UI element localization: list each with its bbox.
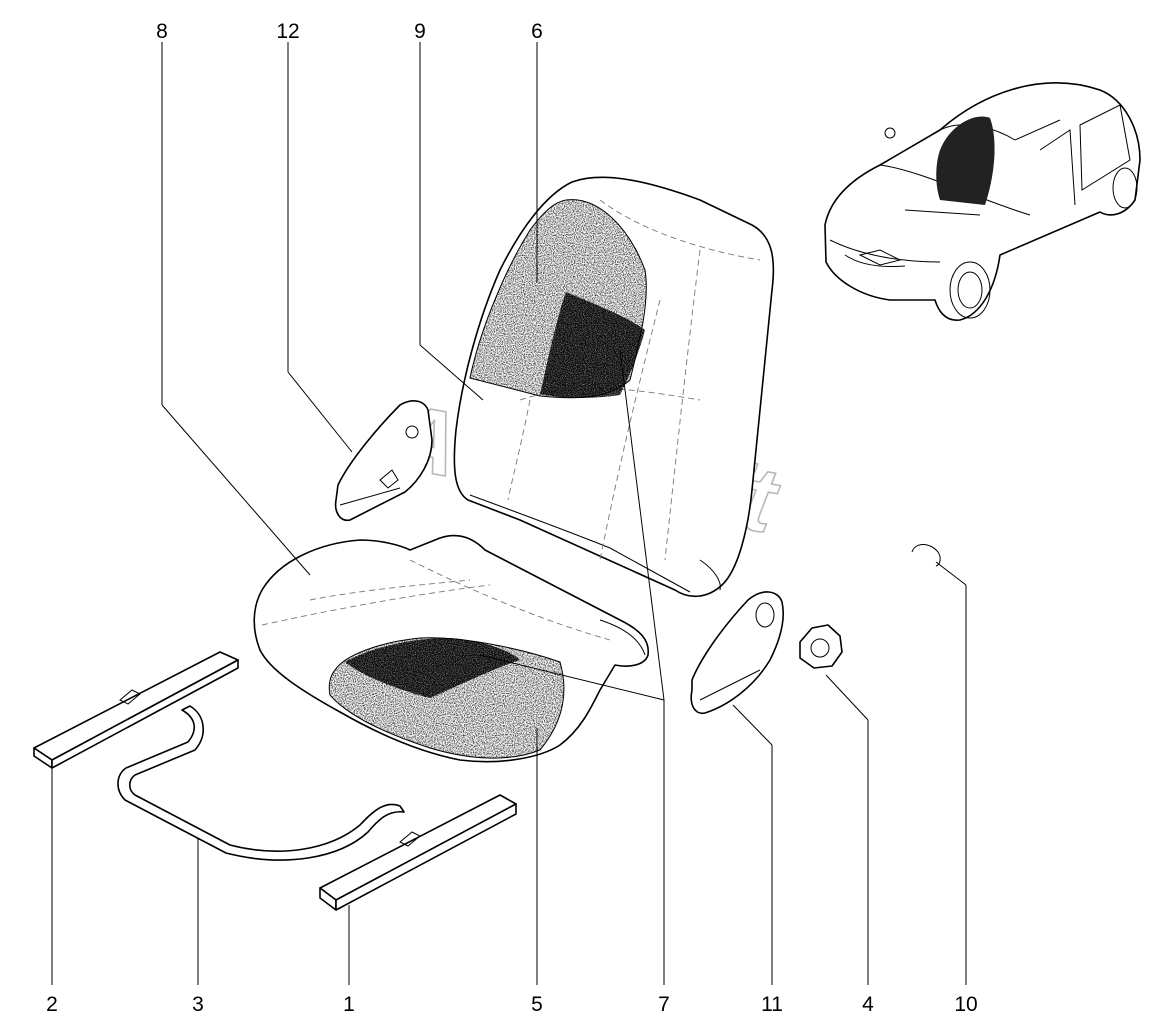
callout-7: 7 [658,993,670,1016]
callout-10: 10 [954,993,977,1016]
callout-4: 4 [862,993,874,1016]
callout-3: 3 [192,993,204,1016]
recliner-knob [799,624,843,669]
leader-10 [935,561,967,586]
seat-slide-rail-right [319,794,517,911]
callout-8: 8 [156,20,168,43]
seat-slide-rail-left [33,651,239,769]
callout-labels: 8 12 9 6 2 3 1 5 7 11 4 10 [46,20,978,1016]
callout-12: 12 [276,20,299,43]
seat-adjustment-bar [117,705,405,861]
retaining-clip [911,544,941,567]
callout-2: 2 [46,993,58,1016]
callout-1: 1 [343,993,355,1016]
vehicle-location-thumbnail [824,82,1141,321]
callout-6: 6 [531,20,543,43]
callout-9: 9 [414,20,426,43]
leader-7a [619,349,665,701]
leader-lines [51,42,967,985]
leader-7b [479,654,665,701]
hinge-trim-inner [334,400,433,522]
leader-4 [825,674,869,721]
leader-11 [732,704,773,746]
callout-5: 5 [531,993,543,1016]
seat-back-foam-pad [469,199,647,399]
hinge-trim-outer [690,591,785,714]
seat-cushion-foam-pad [328,637,565,759]
callout-11: 11 [761,993,783,1016]
